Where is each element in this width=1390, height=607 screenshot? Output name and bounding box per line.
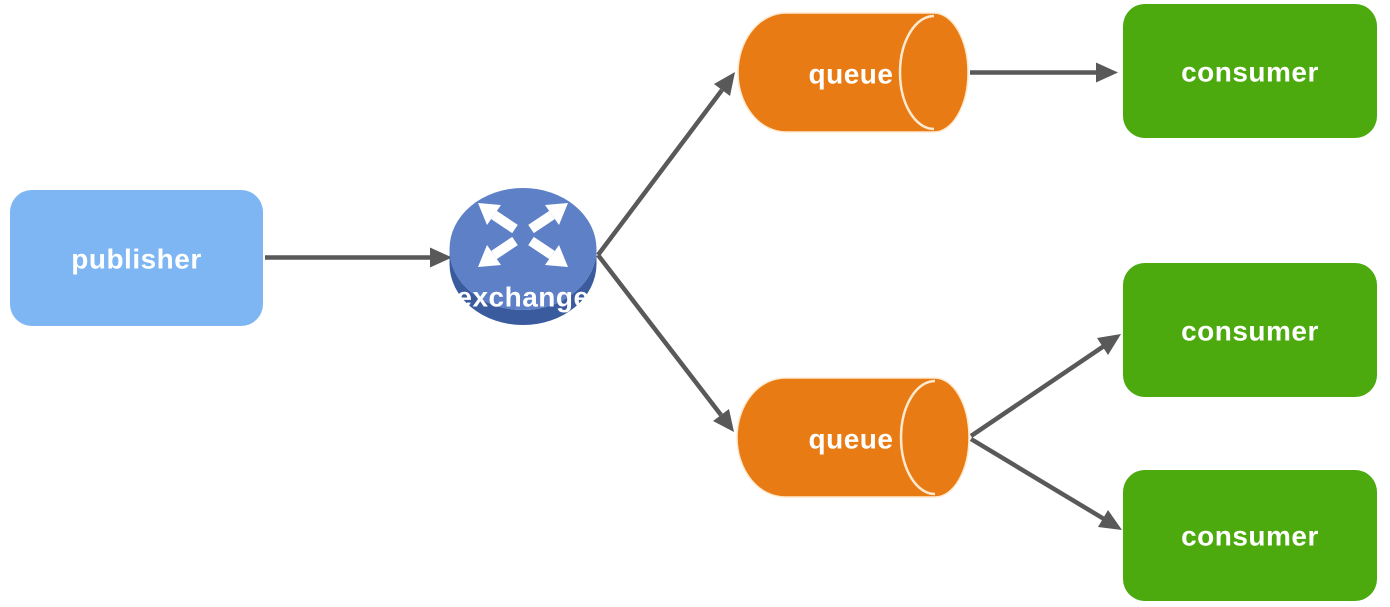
edge-exchange-to-queue2 bbox=[596, 253, 734, 432]
icon-arrow-shaft bbox=[528, 210, 555, 234]
icon-arrowhead bbox=[478, 203, 501, 225]
consumer-box bbox=[1123, 470, 1377, 601]
edge-line bbox=[969, 344, 1106, 438]
consumer-box bbox=[1123, 4, 1377, 138]
node-queue1: queue bbox=[737, 12, 969, 133]
edge-publisher-to-exchange bbox=[265, 247, 452, 268]
arrowhead-icon bbox=[1098, 510, 1122, 530]
icon-arrow-shaft bbox=[491, 236, 518, 260]
icon-arrowhead bbox=[545, 245, 568, 267]
arrowhead-icon bbox=[714, 72, 735, 96]
edge-queue2-to-consumer2 bbox=[969, 334, 1121, 438]
icon-arrowhead bbox=[478, 245, 501, 267]
edge-exchange-to-queue1 bbox=[596, 72, 735, 257]
edge-queue2-to-consumer3 bbox=[969, 437, 1122, 530]
consumer-label: consumer bbox=[1181, 57, 1319, 88]
edge-line bbox=[596, 253, 723, 417]
four-outward-arrows-icon bbox=[478, 203, 568, 267]
arrowhead-icon bbox=[1097, 334, 1121, 355]
node-queue2: queue bbox=[736, 377, 970, 498]
arrowhead-icon bbox=[713, 409, 734, 432]
icon-arrowhead bbox=[545, 203, 568, 225]
consumer-label: consumer bbox=[1181, 521, 1319, 552]
node-consumer2: consumer bbox=[1123, 263, 1377, 397]
edge-line bbox=[969, 437, 1106, 521]
arrowhead-icon bbox=[1096, 62, 1118, 83]
consumer-label: consumer bbox=[1181, 316, 1319, 347]
node-consumer1: consumer bbox=[1123, 4, 1377, 138]
exchange-label: exchange bbox=[456, 282, 589, 313]
queue-body bbox=[737, 12, 969, 133]
publisher-box bbox=[10, 190, 263, 326]
queue-end-cap-line bbox=[899, 379, 936, 496]
node-exchange: exchange bbox=[449, 188, 597, 325]
edge-queue1-to-consumer1 bbox=[970, 62, 1118, 83]
arrowhead-icon bbox=[430, 247, 452, 268]
node-consumer3: consumer bbox=[1123, 470, 1377, 601]
queue-label: queue bbox=[809, 59, 894, 90]
queue-label: queue bbox=[809, 424, 894, 455]
queue-end-cap-line bbox=[898, 14, 935, 131]
publisher-label: publisher bbox=[71, 244, 202, 275]
queue-body bbox=[736, 377, 970, 498]
consumer-box bbox=[1123, 263, 1377, 397]
node-publisher: publisher bbox=[10, 190, 263, 326]
icon-arrow-shaft bbox=[528, 236, 555, 260]
edge-line bbox=[596, 88, 724, 257]
exchange-side bbox=[449, 249, 597, 325]
icon-arrow-shaft bbox=[491, 210, 518, 234]
